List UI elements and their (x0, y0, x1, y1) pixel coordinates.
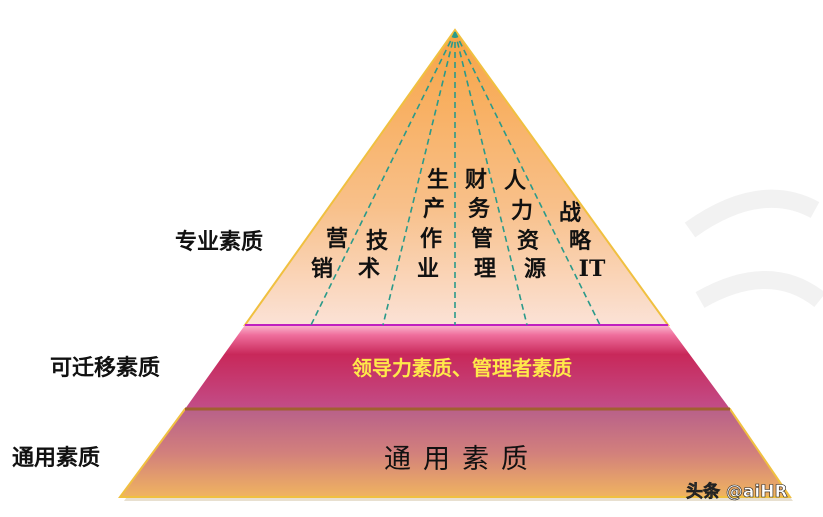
column-char: 作 (420, 226, 442, 252)
column-char: 业 (417, 256, 439, 282)
column-char: IT (579, 256, 606, 282)
column-char: 源 (524, 256, 546, 282)
dashed-divider (454, 31, 601, 326)
column-char: 营 (326, 226, 348, 252)
column-char: 术 (358, 256, 380, 282)
dashed-divider (382, 31, 456, 326)
professional-label: 专业素质 (175, 229, 263, 255)
column-char: 销 (311, 256, 333, 282)
general-label: 通用素质 (12, 445, 100, 471)
transferable-label: 可迁移素质 (50, 355, 160, 381)
column-char: 理 (474, 256, 496, 282)
column-char: 人 (504, 168, 526, 194)
column-char: 战 (559, 200, 581, 226)
column-char: 生 (427, 167, 449, 193)
column-char: 技 (366, 228, 389, 254)
dashed-divider (310, 31, 456, 326)
column-char: 略 (569, 228, 592, 254)
transferable-layer (185, 325, 730, 409)
watermark: 头条 @aiHR (686, 481, 788, 502)
general-content: 通用素质 (384, 444, 540, 475)
column-dividers (310, 31, 601, 326)
transferable-content: 领导力素质、管理者素质 (352, 356, 572, 380)
background-watermark-shape (684, 189, 823, 308)
column-char: 财 (465, 167, 487, 193)
dashed-divider (454, 31, 528, 326)
column-char: 资 (517, 228, 539, 254)
column-char: 务 (468, 196, 491, 222)
column-char: 产 (423, 196, 445, 222)
column-char: 管 (471, 226, 493, 252)
column-char: 力 (511, 198, 533, 224)
